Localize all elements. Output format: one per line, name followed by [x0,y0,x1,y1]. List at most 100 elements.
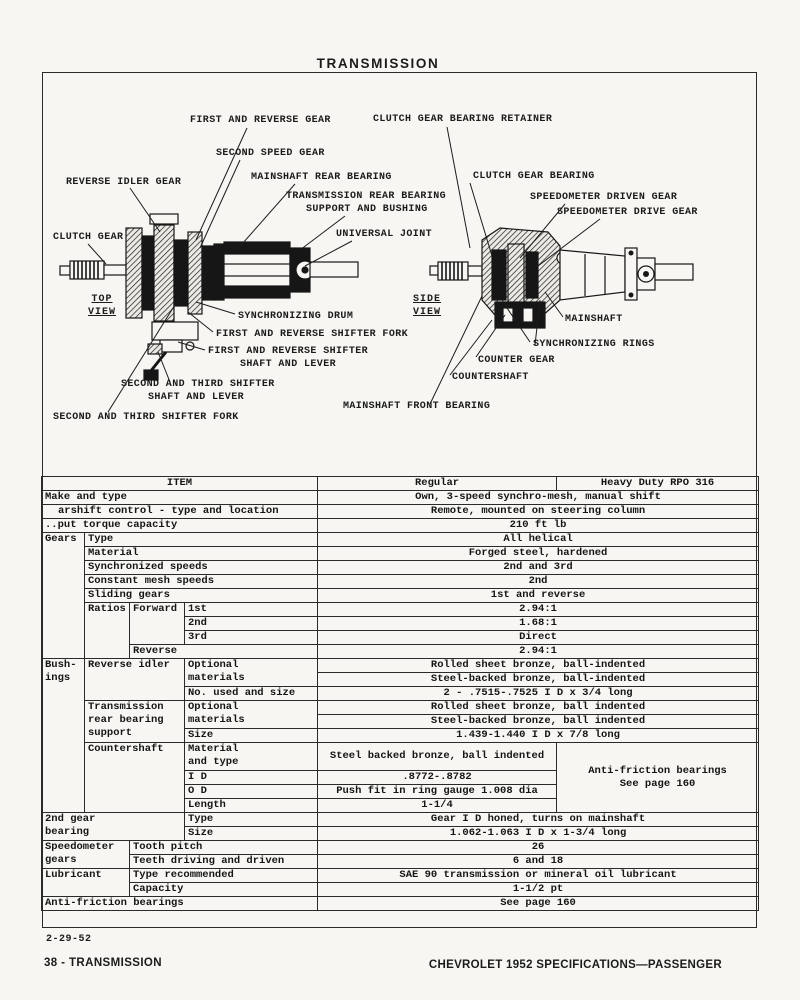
row-ratio-3rd: 3rd [183,630,319,645]
label-reverse-idler-gear: REVERSE IDLER GEAR [66,177,182,188]
footer-book-title: CHEVROLET 1952 SPECIFICATIONS—PASSENGER [428,959,722,971]
label-clutch-gear-bearing: CLUTCH GEAR BEARING [473,171,595,182]
section-bushings: Bush- ings [41,658,85,813]
value-cs-material: Steel backed bronze, ball indented [317,742,558,771]
value-lube-type: SAE 90 transmission or mineral oil lubri… [317,868,760,883]
row-ri-optional-materials: Optional materials [183,658,319,687]
value-2g-type: Gear I D honed, turns on mainshaft [317,812,760,827]
row-make-and-type: Make and type [40,490,319,505]
row-synchronized-speeds: Synchronized speeds [83,560,319,575]
value-teeth-driving: 6 and 18 [317,854,760,869]
value-tooth-pitch: 26 [317,840,760,855]
value-ri-optional-2: Steel-backed bronze, ball-indented [317,672,760,687]
row-cs-material: Material and type [183,742,319,771]
value-ratio-3rd: Direct [317,630,760,645]
row-cs-id: I D [183,770,319,785]
label-mainshaft: MAINSHAFT [565,314,623,325]
label-shaft-and-lever-1: SHAFT AND LEVER [240,359,337,370]
row-gears-material: Material [83,546,319,561]
value-sliding-gears: 1st and reverse [317,588,760,603]
col-header-item: ITEM [40,476,319,491]
label-support-and-bushing: SUPPORT AND BUSHING [306,204,428,215]
value-constant-mesh-speeds: 2nd [317,574,760,589]
value-synchronized-speeds: 2nd and 3rd [317,560,760,575]
side-view-caption: SIDE VIEW [413,293,441,319]
col-header-regular: Regular [317,476,558,491]
row-lube-type: Type recommended [128,868,319,883]
label-synchronizing-rings: SYNCHRONIZING RINGS [533,339,655,350]
section-2nd-gear-bearing: 2nd gear bearing [41,812,185,841]
row-ratio-1st: 1st [183,602,319,617]
row-cs-length: Length [183,798,319,813]
value-ratio-2nd: 1.68:1 [317,616,760,631]
value-lube-capacity: 1-1/2 pt [317,882,760,897]
label-speedometer-drive-gear: SPEEDOMETER DRIVE GEAR [557,207,698,218]
page-title: TRANSMISSION [316,56,440,71]
side-view-line2: VIEW [413,307,442,318]
label-clutch-gear: CLUTCH GEAR [53,232,124,243]
label-counter-gear: COUNTER GEAR [478,355,555,366]
side-view-line1: SIDE [413,294,442,305]
label-mainshaft-rear-bearing: MAINSHAFT REAR BEARING [251,172,392,183]
footer-page-label: 38 - TRANSMISSION [44,957,162,969]
section-ratios: Ratios [84,602,130,659]
label-mainshaft-front-bearing: MAINSHAFT FRONT BEARING [343,401,491,412]
row-2g-size: Size [183,826,319,841]
value-anti-friction-bearings: See page 160 [317,896,760,911]
top-view-caption: TOP VIEW [88,293,116,319]
section-reverse-idler: Reverse idler [84,658,185,701]
label-clutch-gear-bearing-retainer: CLUTCH GEAR BEARING RETAINER [373,114,553,125]
value-2g-size: 1.062-1.063 I D x 1-3/4 long [317,826,760,841]
value-ri-no-used: 2 - .7515-.7525 I D x 3/4 long [317,686,760,701]
value-tr-optional-1: Rolled sheet bronze, ball indented [317,700,760,715]
row-gears-type: Type [83,532,319,547]
value-cs-length: 1-1/4 [317,798,558,813]
label-second-third-shifter: SECOND AND THIRD SHIFTER [121,379,275,390]
cell-anti-friction-note: Anti-friction bearings See page 160 [556,742,760,813]
section-countershaft: Countershaft [84,742,185,813]
value-make-and-type: Own, 3-speed synchro-mesh, manual shift [317,490,760,505]
row-tr-size: Size [183,728,319,743]
label-transmission-rear-bearing: TRANSMISSION REAR BEARING [286,191,447,202]
section-speedometer-gears: Speedometer gears [41,840,130,869]
label-speedometer-driven-gear: SPEEDOMETER DRIVEN GEAR [530,192,678,203]
value-input-torque: 210 ft lb [317,518,760,533]
row-anti-friction-bearings: Anti-friction bearings [40,896,319,911]
label-countershaft: COUNTERSHAFT [452,372,529,383]
row-sliding-gears: Sliding gears [83,588,319,603]
row-ratio-2nd: 2nd [183,616,319,631]
row-teeth-driving: Teeth driving and driven [128,854,319,869]
label-universal-joint: UNIVERSAL JOINT [336,229,433,240]
value-cs-id: .8772-.8782 [317,770,558,785]
row-cs-od: O D [183,784,319,799]
label-shaft-and-lever-2: SHAFT AND LEVER [148,392,245,403]
row-ri-no-used: No. used and size [183,686,319,701]
footer-date: 2-29-52 [46,934,92,945]
row-tr-optional-materials: Optional materials [183,700,319,729]
row-lube-capacity: Capacity [128,882,319,897]
section-trans-rear-support: Transmission rear bearing support [84,700,185,743]
label-first-reverse-shifter-fork: FIRST AND REVERSE SHIFTER FORK [216,329,409,340]
value-ri-optional-1: Rolled sheet bronze, ball-indented [317,658,760,673]
row-gearshift-control: arshift control - type and location [40,504,319,519]
row-tooth-pitch: Tooth pitch [128,840,319,855]
specs-table: ITEM Regular Heavy Duty RPO 316 Make and… [40,476,760,911]
label-second-speed-gear: SECOND SPEED GEAR [216,148,325,159]
section-gears: Gears [41,532,85,659]
label-first-reverse-shifter: FIRST AND REVERSE SHIFTER [208,346,369,357]
section-lubricant: Lubricant [41,868,130,897]
top-view-line2: VIEW [88,307,117,318]
top-view-line1: TOP [91,294,113,305]
value-tr-size: 1.439-1.440 I D x 7/8 long [317,728,760,743]
row-constant-mesh-speeds: Constant mesh speeds [83,574,319,589]
value-tr-optional-2: Steel-backed bronze, ball indented [317,714,760,729]
value-ratio-1st: 2.94:1 [317,602,760,617]
row-ratio-reverse: Reverse [128,644,319,659]
value-gears-type: All helical [317,532,760,547]
label-second-third-shifter-fork: SECOND AND THIRD SHIFTER FORK [53,412,239,423]
row-input-torque: ..put torque capacity [40,518,319,533]
label-first-and-reverse-gear: FIRST AND REVERSE GEAR [190,115,331,126]
col-header-heavy-duty: Heavy Duty RPO 316 [556,476,760,491]
label-synchronizing-drum: SYNCHRONIZING DRUM [238,311,354,322]
